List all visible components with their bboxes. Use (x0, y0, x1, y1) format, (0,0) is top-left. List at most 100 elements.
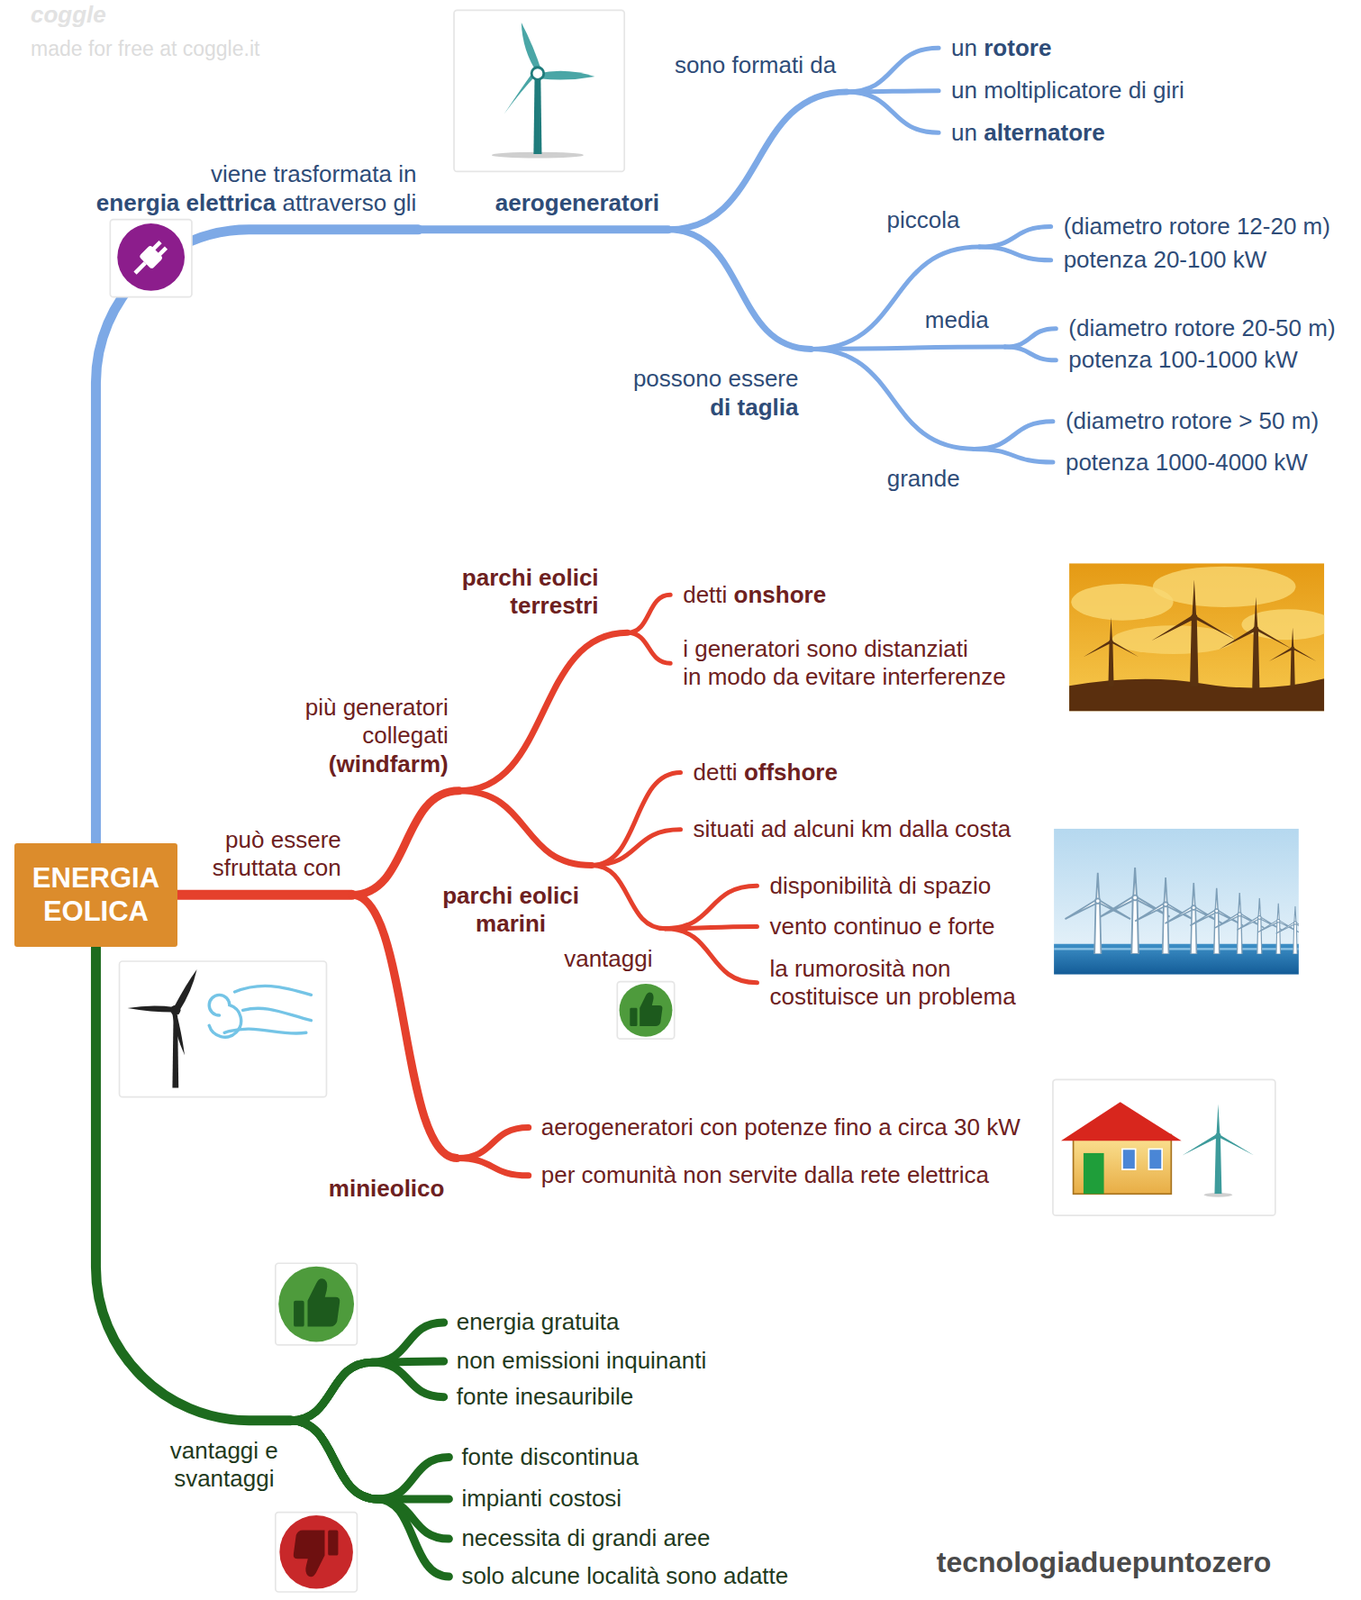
branch-connector (979, 226, 1051, 247)
word: impianti (461, 1484, 543, 1512)
word: potenza (1063, 245, 1148, 273)
word: grandi (591, 1524, 657, 1552)
wind-icon (119, 961, 327, 1098)
branch-topic: piccola (882, 204, 980, 247)
branch-topic: sono formati da (671, 49, 847, 92)
topic-text: fonte inesauribile (456, 1382, 635, 1411)
word: parchi (442, 881, 513, 909)
branch-connector (352, 894, 458, 1158)
topic-text: media (925, 306, 989, 335)
word: e (264, 1436, 278, 1464)
word: generatori (694, 635, 800, 663)
word: kW (1273, 448, 1308, 476)
topic-text: i generatori sono distanziati in modo da… (682, 635, 1007, 691)
branch-connector (417, 225, 669, 234)
word: sfruttata (212, 853, 298, 881)
word: servite (728, 1161, 799, 1189)
word: aree (662, 1524, 710, 1552)
branch-connector (810, 346, 1005, 349)
word: alcuni (793, 815, 855, 843)
word: piccola (886, 206, 960, 234)
branch-topic: può essere sfruttata con (208, 824, 353, 895)
word: da (809, 51, 836, 79)
word: m) (1303, 212, 1331, 240)
word: detti (693, 758, 738, 786)
word: potenze (744, 1113, 828, 1141)
branch-topic: parchi eolici terrestri (458, 562, 628, 633)
watermark: coggle (30, 0, 107, 29)
word: sono (807, 635, 858, 663)
word: (diametro (1068, 314, 1168, 342)
topic-text: sono formati da (674, 51, 836, 80)
word: può (225, 825, 264, 853)
topic-text: potenza 100-1000 kW (1068, 345, 1298, 374)
topic-text: impianti costosi (461, 1484, 622, 1513)
branch-connector (459, 790, 592, 866)
topic-text: un alternatore (951, 118, 1106, 147)
branch-connector (810, 246, 980, 349)
word: essere (727, 364, 799, 392)
word: rete (860, 1161, 901, 1189)
word: fonte (456, 1382, 509, 1410)
word: trasformata (272, 160, 392, 188)
word: viene (210, 160, 267, 188)
word: energia (456, 1307, 536, 1335)
branch-connector (665, 928, 758, 983)
topic-text: parchi eolici terrestri (462, 563, 599, 620)
word: circa (898, 1113, 948, 1141)
word: di (566, 1524, 585, 1552)
word: necessita (461, 1524, 561, 1552)
topic-text: fonte discontinua (461, 1442, 639, 1471)
word: problema (917, 982, 1016, 1010)
branch-connector (846, 47, 939, 92)
word: 20-100 (1152, 245, 1226, 273)
word: rotore (983, 34, 1052, 62)
word: vento (769, 912, 827, 940)
branch-connector (810, 348, 974, 449)
leaf-topic: disponibilità di spazio (756, 870, 995, 902)
word: un (885, 982, 912, 1010)
topic-text: detti offshore (693, 758, 838, 787)
leaf-topic: un alternatore (938, 117, 1109, 149)
topic-text: un moltiplicatore di giri (951, 76, 1185, 105)
thumb-up-small (616, 981, 674, 1039)
branch-topic: viene trasformata in energia elettrica a… (92, 158, 419, 229)
word: ad (761, 815, 788, 843)
branch-connector (974, 448, 1053, 463)
topic-text: vantaggi e svantaggi (170, 1436, 279, 1493)
branch-topic: più generatori collegati (windfarm) (301, 691, 460, 791)
topic-text: potenza 20-100 kW (1063, 245, 1268, 274)
word: interferenze (881, 662, 1006, 690)
leaf-topic: situati ad alcuni km dalla costa (680, 813, 1016, 845)
word: km (861, 815, 893, 843)
topic-text: situati ad alcuni km dalla costa (693, 815, 1012, 844)
leaf-topic: i generatori sono distanziati in modo da… (670, 633, 1010, 693)
offshore-photo (1053, 828, 1299, 975)
word: per (541, 1161, 576, 1189)
word: solo (461, 1561, 505, 1589)
thumb-down (275, 1512, 358, 1592)
word: generatori (343, 693, 449, 721)
leaf-topic: (diametro rotore > 50 m) (1052, 405, 1323, 437)
word: discontinua (519, 1442, 639, 1470)
word: inesauribile (515, 1382, 635, 1410)
word: kW (986, 1113, 1021, 1141)
topic-text: grande (887, 464, 961, 493)
topic-text: minieolico (328, 1174, 445, 1203)
topic-text: ENERGIA EOLICA (32, 861, 160, 928)
word: da (772, 662, 799, 690)
leaf-topic: non emissioni inquinanti (444, 1344, 711, 1377)
word: moltiplicatore (983, 76, 1122, 104)
word: energia (96, 189, 181, 217)
leaf-topic: per comunità non servite dalla rete elet… (528, 1159, 993, 1191)
word: potenza (1068, 345, 1153, 373)
leaf-topic: fonte inesauribile (444, 1380, 638, 1413)
word: alcune (510, 1561, 581, 1589)
topic-text: solo alcune località sono adatte (461, 1561, 789, 1590)
word: inquinanti (606, 1346, 707, 1374)
word: minieolico (328, 1174, 445, 1202)
topic-text: (diametro rotore 12-20 m) (1063, 212, 1331, 241)
branch-connector (665, 885, 758, 929)
leaf-topic: aerogeneratori con potenze fino a circa … (528, 1111, 1025, 1144)
